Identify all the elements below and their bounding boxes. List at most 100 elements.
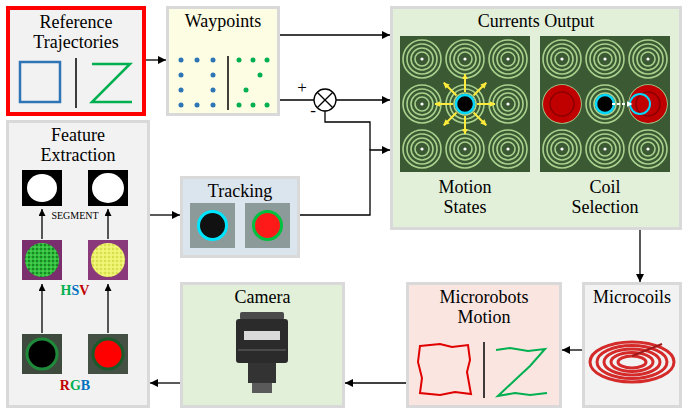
motion-arrow [477, 103, 495, 105]
box-title: Waypoints [172, 12, 274, 32]
coil-turn [604, 349, 660, 375]
waypoint-dot [211, 103, 216, 108]
colored-letter: H [61, 283, 72, 298]
z-trajectory [92, 64, 132, 102]
coil [446, 130, 484, 168]
flow-arrow [146, 59, 166, 60]
coil [543, 130, 581, 168]
box-title: Feature Extraction [28, 126, 128, 166]
process-arrow [107, 209, 108, 239]
step-label: SEGMENT [45, 210, 105, 221]
camera-body [236, 319, 288, 363]
rgb-image [22, 334, 62, 374]
segment-blob [92, 173, 124, 203]
waypoint-dot [179, 103, 184, 108]
coil-turn [590, 342, 674, 382]
hsv-blob [91, 243, 125, 277]
tracking-image [190, 203, 235, 248]
waypoint-dot [179, 73, 184, 78]
box-title: Reference Trajectories [13, 13, 139, 53]
junction-cross [317, 92, 333, 108]
divider [483, 342, 485, 398]
tracked-robot [254, 212, 282, 240]
colored-letter: S [71, 283, 79, 298]
waypoint-dot [211, 73, 216, 78]
waypoint-dot [211, 88, 216, 93]
waypoint-dot [251, 58, 256, 63]
waypoint-dot [237, 58, 242, 63]
process-box: Tracking [180, 176, 300, 258]
motion-arrow [435, 103, 453, 105]
coil-array-background [540, 36, 670, 172]
sign-label: - [307, 102, 319, 121]
coil [403, 40, 441, 78]
active-coil [543, 85, 581, 123]
waypoint-dot [258, 73, 263, 78]
waypoint-dot [179, 58, 184, 63]
process-box: Microcoils [582, 282, 682, 408]
box-title: Microrobots Motion [429, 288, 539, 328]
coil [446, 85, 484, 123]
coil [629, 130, 667, 168]
camera-highlight [238, 350, 286, 351]
active-coil [629, 85, 667, 123]
process-box: Feature Extraction [6, 120, 150, 408]
coil-turn [618, 356, 646, 368]
coil [446, 40, 484, 78]
camera-thread [252, 383, 272, 393]
coil-selection-panel [540, 36, 670, 172]
rgb-robot [27, 339, 57, 369]
waypoints-art [237, 58, 270, 108]
waypoint-dot [195, 103, 200, 108]
process-box: Camera [180, 282, 345, 408]
motion-arrow [444, 113, 457, 126]
microrobots-motion-art [418, 342, 547, 398]
waypoints-art [179, 58, 216, 108]
box-title: Tracking [186, 182, 294, 202]
coil-turn [597, 346, 667, 379]
tracking-art [190, 203, 290, 248]
flow-arrow [280, 99, 390, 100]
process-box: Waypoints [166, 6, 280, 116]
coil [489, 85, 527, 123]
coil [543, 85, 581, 123]
z-path [496, 348, 547, 396]
motion-arrow [474, 113, 487, 126]
hsv-blob [25, 243, 59, 277]
camera-art [236, 312, 288, 393]
sign-label: + [295, 79, 309, 98]
flow-arrow [280, 34, 390, 35]
colored-letter: G [70, 378, 81, 393]
colored-letter: V [79, 283, 89, 298]
color-space-label: RGB [50, 378, 100, 393]
hsv-image [88, 240, 128, 280]
input-box: Reference Trajectories [6, 6, 146, 116]
colored-letter: R [60, 378, 70, 393]
motion-arrow [612, 103, 632, 105]
motion-states-panel [400, 36, 530, 172]
flow-arrow [150, 382, 180, 383]
motion-arrow [464, 74, 466, 92]
process-arrow [41, 209, 42, 239]
waypoint-dot [251, 103, 256, 108]
coil [543, 40, 581, 78]
process-box: Currents Output [390, 6, 682, 230]
coil [586, 40, 624, 78]
coil [586, 130, 624, 168]
divider [75, 58, 77, 108]
waypoint-dot [244, 88, 249, 93]
panel-caption: Coil Selection [560, 178, 650, 218]
flow-arrow [300, 150, 390, 215]
camera-mount [240, 312, 284, 320]
waypoint-dot [211, 58, 216, 63]
coil [403, 130, 441, 168]
active-coil-ring [550, 92, 574, 116]
rgb-image [88, 334, 128, 374]
microrobot [596, 95, 614, 113]
rgb-robot [93, 339, 123, 369]
divider [227, 56, 229, 110]
square-trajectory [20, 62, 60, 102]
feedback-wire [325, 111, 370, 150]
motion-arrow [464, 116, 466, 134]
